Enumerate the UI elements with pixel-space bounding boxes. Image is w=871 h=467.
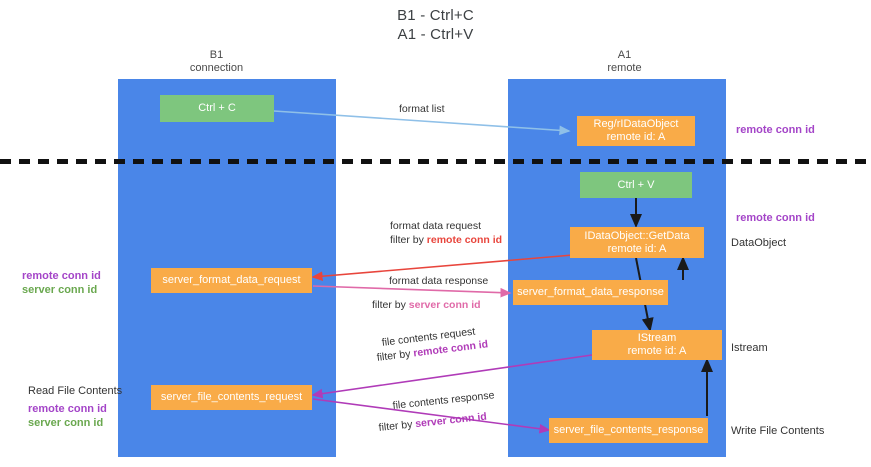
box-idataobject-getdata-line2: remote id: A (607, 242, 667, 255)
annotation-right-remote-conn-id-top: remote conn id (736, 123, 815, 137)
filter-prefix: filter by (376, 347, 415, 364)
edge-label-file-contents-response-filter: filter by server conn id (378, 410, 487, 435)
column-header-b1-name: B1 (209, 49, 224, 61)
filter-prefix: filter by (390, 234, 427, 246)
box-ctrl-c[interactable]: Ctrl + C (160, 95, 274, 122)
column-header-a1-sub: remote (607, 62, 642, 74)
filter-key-server-conn-id: server conn id (408, 299, 481, 311)
filter-prefix: filter by (372, 299, 409, 311)
column-header-b1: B1 connection (144, 49, 289, 75)
annotation-left-read-file-contents: Read File Contents (28, 384, 122, 398)
column-header-a1: A1 remote (552, 49, 697, 75)
annotation-left-remote-conn-id-2: remote conn id (28, 402, 107, 416)
box-istream[interactable]: IStream remote id: A (592, 330, 722, 360)
filter-prefix: filter by (378, 418, 416, 434)
edge-label-file-contents-response-text: file contents response (392, 389, 495, 412)
column-header-a1-name: A1 (617, 49, 632, 61)
annotation-left-server-conn-id-2: server conn id (28, 416, 103, 430)
box-idataobject-getdata-line1: IDataObject::GetData (584, 229, 690, 242)
box-istream-line1: IStream (637, 332, 677, 344)
edge-label-format-data-request: format data request (390, 219, 481, 233)
edge-label-format-list: format list (399, 102, 445, 116)
annotation-left-remote-conn-id: remote conn id (22, 269, 101, 283)
annotation-right-dataobject: DataObject (731, 236, 786, 250)
annotation-right-remote-conn-id-mid: remote conn id (736, 211, 815, 225)
edge-label-format-data-request-text: format data request (390, 220, 482, 232)
annotation-text: Istream (731, 342, 768, 354)
section-divider (0, 159, 871, 164)
box-server-file-contents-request[interactable]: server_file_contents_request (151, 385, 312, 410)
box-reg-idataobject-line1: Reg/rIDataObject (593, 118, 679, 130)
edge-label-format-data-response: format data response (389, 274, 488, 288)
box-server-format-data-response[interactable]: server_format_data_response (513, 280, 668, 305)
annotation-left-server-conn-id: server conn id (22, 283, 97, 297)
box-server-format-data-request[interactable]: server_format_data_request (151, 268, 312, 293)
edge-label-format-data-response-text: format data response (389, 275, 489, 287)
title-line-2: A1 - Ctrl+V (397, 26, 474, 43)
box-server-file-contents-response-label: server_file_contents_response (553, 424, 704, 436)
column-header-b1-sub: connection (189, 62, 244, 74)
annotation-right-istream: Istream (731, 341, 768, 355)
annotation-text: remote conn id (22, 270, 101, 282)
box-idataobject-getdata[interactable]: IDataObject::GetData remote id: A (570, 227, 704, 258)
box-ctrl-v[interactable]: Ctrl + V (580, 172, 692, 198)
edge-label-format-data-response-filter: filter by server conn id (372, 298, 481, 312)
annotation-text: DataObject (731, 237, 787, 249)
filter-key-remote-conn-id: remote conn id (426, 234, 503, 246)
box-reg-idataobject[interactable]: Reg/rIDataObject remote id: A (577, 116, 695, 146)
box-server-format-data-response-label: server_format_data_response (517, 286, 664, 298)
edge-label-format-list-text: format list (399, 103, 445, 115)
box-ctrl-v-label: Ctrl + V (617, 178, 655, 191)
box-server-file-contents-response[interactable]: server_file_contents_response (549, 418, 708, 443)
edge-label-format-data-request-filter: filter by remote conn id (390, 233, 502, 247)
box-ctrl-c-label: Ctrl + C (198, 102, 236, 114)
annotation-text: remote conn id (736, 212, 815, 224)
annotation-text: remote conn id (28, 403, 107, 415)
filter-key-server-conn-id: server conn id (414, 410, 488, 431)
title-line-1: B1 - Ctrl+C (397, 7, 474, 24)
annotation-text: Write File Contents (731, 425, 825, 437)
annotation-right-write-file-contents: Write File Contents (731, 424, 824, 438)
annotation-text: server conn id (28, 417, 104, 429)
annotation-text: Read File Contents (28, 385, 123, 397)
box-server-file-contents-request-label: server_file_contents_request (160, 391, 303, 403)
annotation-text: remote conn id (736, 124, 815, 136)
page-title: B1 - Ctrl+C A1 - Ctrl+V (0, 6, 871, 44)
box-reg-idataobject-line2: remote id: A (606, 131, 666, 143)
annotation-text: server conn id (22, 284, 98, 296)
box-istream-line2: remote id: A (627, 345, 687, 357)
box-server-format-data-request-label: server_format_data_request (162, 274, 301, 286)
